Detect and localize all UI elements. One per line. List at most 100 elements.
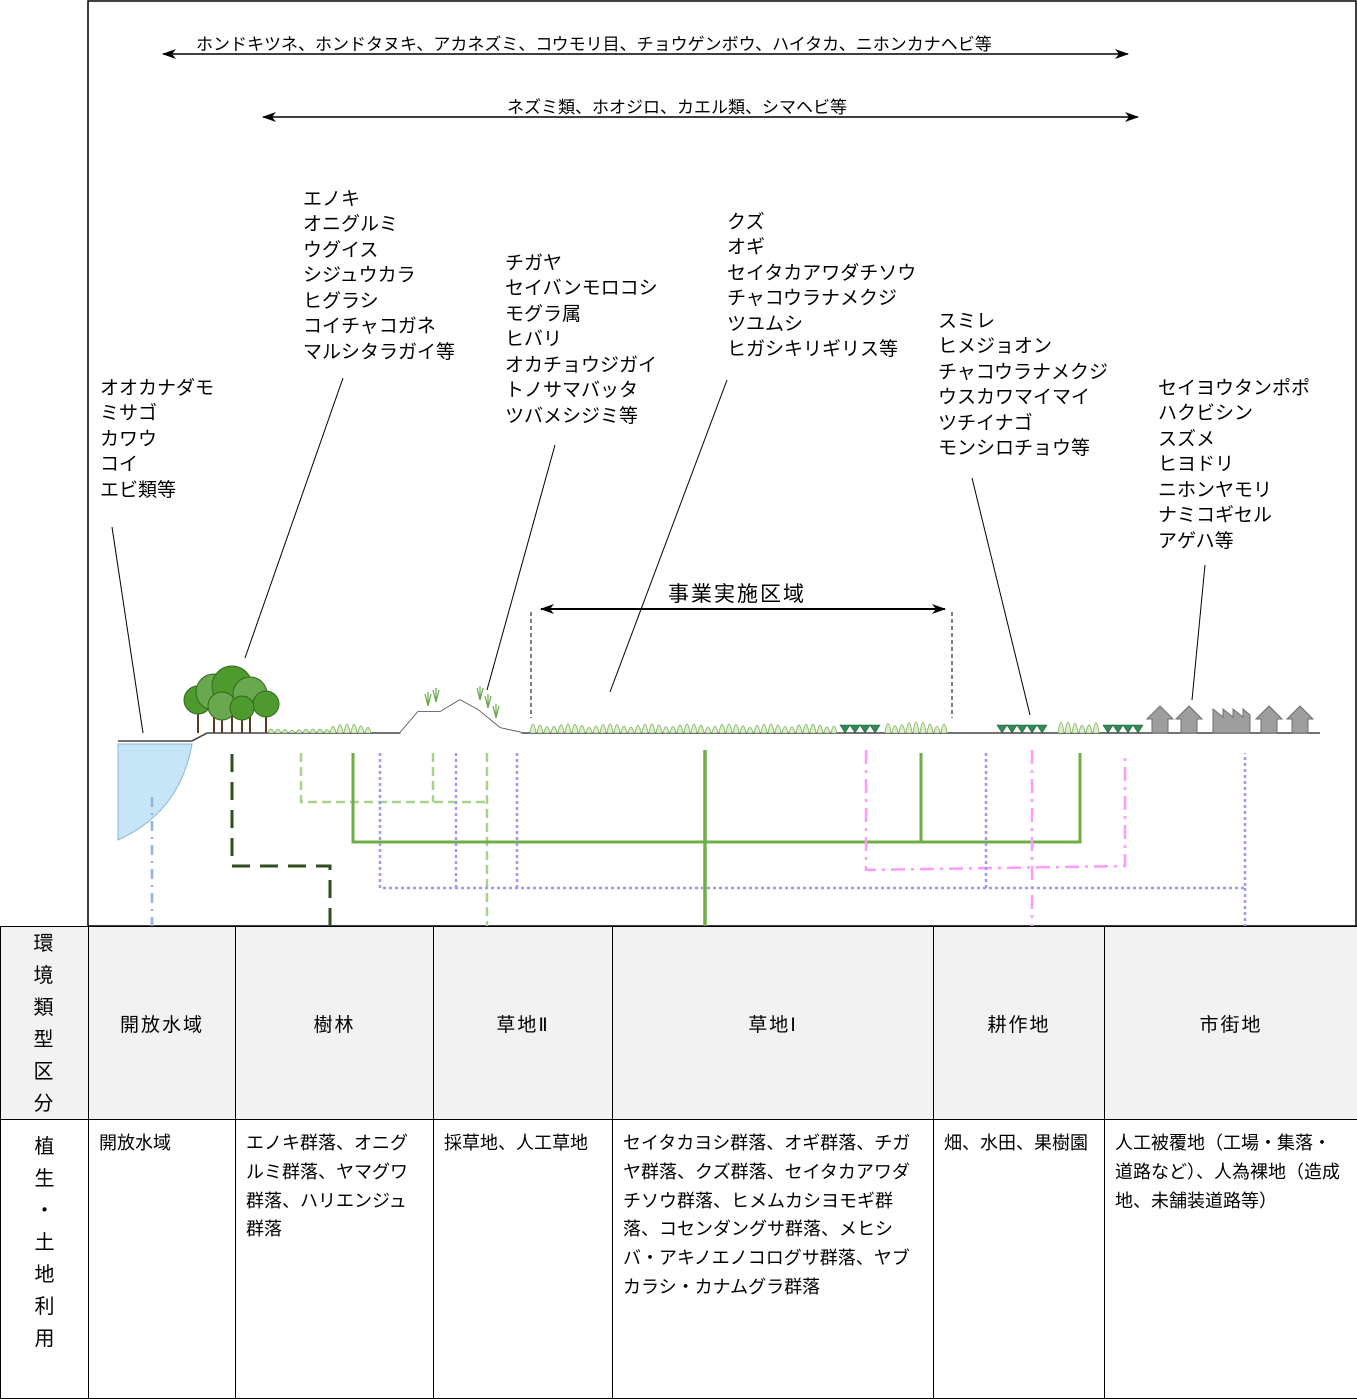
forest-trees — [184, 666, 279, 733]
grass-tuft — [642, 724, 648, 733]
grass-tuft — [698, 725, 704, 733]
grass-tuft — [1058, 722, 1064, 733]
grass-tuft — [565, 724, 571, 733]
second-arrow-label: ネズミ類、ホオジロ、カエル類、シマヘビ等 — [507, 93, 847, 118]
grass-tuft — [544, 727, 550, 733]
grass-tuft — [747, 727, 753, 733]
grass-blade — [485, 694, 491, 708]
house-icon — [1287, 706, 1313, 733]
grass-tuft — [649, 724, 655, 733]
grass-tuft — [635, 725, 641, 733]
crop-plant — [870, 725, 880, 733]
grass-tuft — [740, 726, 746, 733]
project-area-label: 事業実施区域 — [668, 578, 806, 608]
crop-plant — [1123, 725, 1133, 733]
grass-tuft — [317, 729, 323, 733]
grass-tuft — [934, 726, 940, 733]
grass-tuft — [796, 725, 802, 733]
grass-blade — [493, 704, 499, 718]
crop-plant — [1017, 725, 1027, 733]
type-open-water: 開放水域 — [89, 927, 236, 1120]
grass-tuft — [656, 725, 662, 733]
grass-tuft — [337, 725, 343, 733]
grass-tuft — [824, 727, 830, 733]
grass-tuft — [572, 724, 578, 733]
grass-tuft — [593, 726, 599, 733]
grass-tuft — [789, 727, 795, 733]
grass-tuft — [282, 730, 288, 733]
crop-plant — [860, 725, 870, 733]
grass-tuft — [712, 726, 718, 733]
grass-tuft — [831, 726, 837, 733]
grass-tuft — [913, 722, 919, 733]
grass-tuft — [899, 725, 905, 733]
crop-plant — [997, 725, 1007, 733]
crop-plant — [1103, 725, 1113, 733]
grass-tuft — [586, 727, 592, 733]
veg-urban: 人工被覆地（工場・集落・道路など）、人為裸地（造成地、未舗装道路等） — [1105, 1120, 1357, 1399]
grass-tuft — [1079, 725, 1085, 733]
crop-plant — [1037, 725, 1047, 733]
connector-forest — [232, 754, 330, 926]
grass-tuft — [1086, 725, 1092, 733]
factory-icon — [1213, 709, 1250, 733]
grass-tuft — [920, 722, 926, 733]
species-urban: セイヨウタンポポ ハクビシン スズメ ヒヨドリ ニホンヤモリ ナミコギセル アゲ… — [1158, 376, 1310, 554]
house-icon — [1147, 706, 1173, 733]
grassland-vegetation — [268, 686, 1099, 733]
house-icon — [1256, 706, 1282, 733]
crop-plant — [1133, 725, 1143, 733]
connector-farmland-a — [866, 750, 1125, 870]
type-urban: 市街地 — [1105, 927, 1357, 1120]
grass-tuft — [733, 725, 739, 733]
grass-tuft — [726, 724, 732, 733]
grass-tuft — [719, 725, 725, 733]
environment-table: 環境類型区分 開放水域 樹林 草地Ⅱ 草地Ⅰ 耕作地 市街地 植生・土地利用 開… — [0, 926, 1357, 1399]
house-icon — [1176, 706, 1202, 733]
grass-tuft — [677, 725, 683, 733]
grass-tuft — [1072, 723, 1078, 733]
grass-blade — [425, 692, 431, 706]
grass-tuft — [1065, 722, 1071, 733]
grass-tuft — [670, 727, 676, 733]
grass-tuft — [551, 726, 557, 733]
grass-tuft — [607, 724, 613, 733]
grass-tuft — [691, 724, 697, 733]
grass-tuft — [941, 724, 947, 733]
grass-tuft — [705, 727, 711, 733]
grass-tuft — [530, 724, 536, 733]
grass-tuft — [628, 727, 634, 733]
veg-grassland2: 採草地、人工草地 — [434, 1120, 613, 1399]
grass-tuft — [775, 725, 781, 733]
crop-plant — [840, 725, 850, 733]
species-grassland2: チガヤ セイバンモロコシ モグラ属 ヒバリ オカチョウジガイ トノサマバッタ ツ… — [505, 251, 658, 429]
water-body — [118, 744, 192, 840]
habitat-connector-lines — [152, 750, 1245, 926]
environment-type-row: 環境類型区分 開放水域 樹林 草地Ⅱ 草地Ⅰ 耕作地 市街地 — [1, 927, 1357, 1120]
grass-tuft — [614, 725, 620, 733]
grass-tuft — [330, 726, 336, 733]
grass-tuft — [365, 727, 371, 733]
connector-urban-a — [380, 753, 1245, 888]
crop-plant — [1113, 725, 1123, 733]
grass-tuft — [1093, 723, 1099, 733]
grass-tuft — [885, 723, 891, 733]
grass-tuft — [663, 727, 669, 733]
connector-grass2-a — [301, 753, 487, 802]
grass-tuft — [537, 725, 543, 733]
grass-tuft — [621, 726, 627, 733]
type-farmland: 耕作地 — [934, 927, 1105, 1120]
grass-tuft — [344, 724, 350, 733]
grass-tuft — [803, 724, 809, 733]
type-grassland1: 草地Ⅰ — [613, 927, 934, 1120]
ground-line — [118, 700, 1320, 741]
grass-tuft — [275, 729, 281, 733]
crop-plant — [1027, 725, 1037, 733]
grass-tuft — [817, 725, 823, 733]
grass-tuft — [303, 729, 309, 733]
row-header-environment-type: 環境類型区分 — [1, 927, 89, 1120]
urban-buildings — [1147, 706, 1313, 733]
veg-open-water: 開放水域 — [89, 1120, 236, 1399]
grass-tuft — [600, 724, 606, 733]
grass-tuft — [558, 725, 564, 733]
